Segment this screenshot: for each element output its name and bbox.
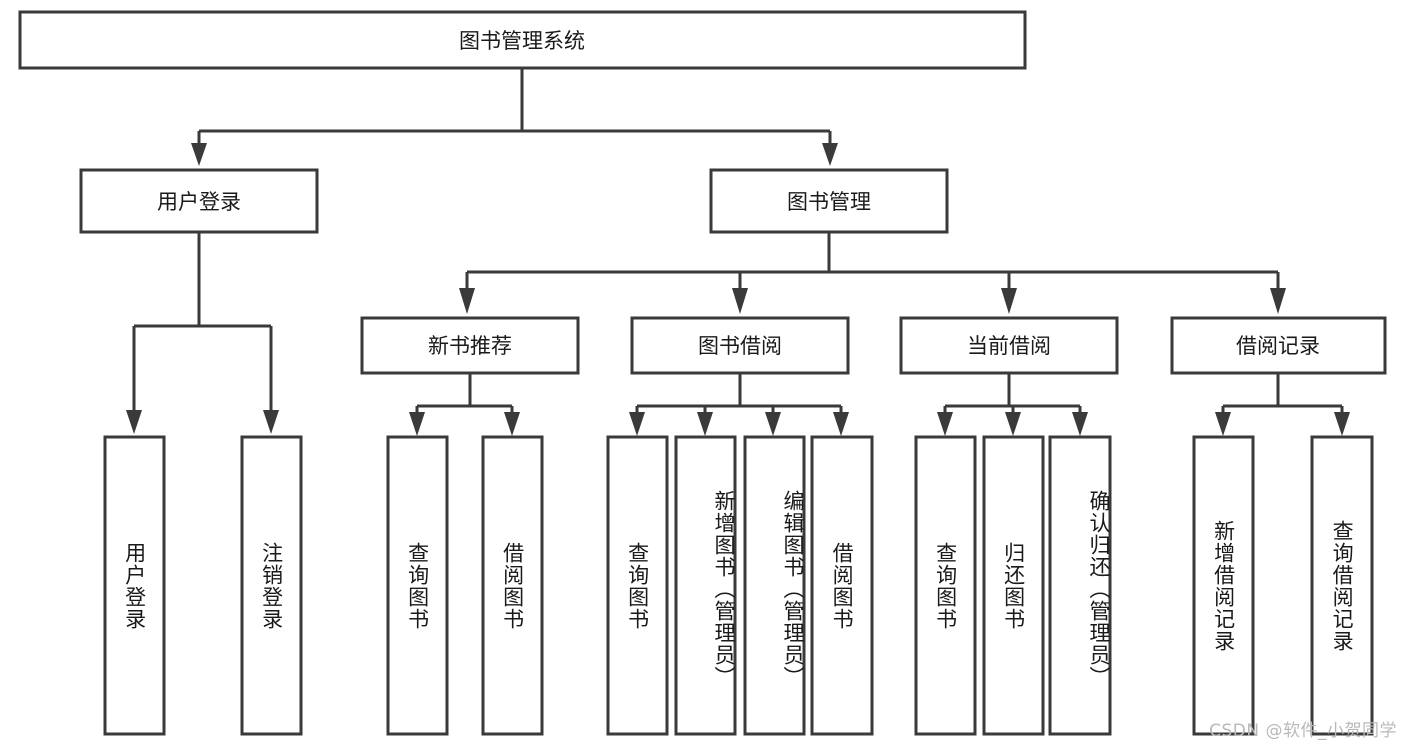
leaf-box-add-book-admin[interactable] <box>674 435 737 736</box>
arrow-head-icon <box>1072 412 1088 436</box>
leaf-box-borrow-book-2[interactable] <box>810 435 874 736</box>
node-book-management-label: 图书管理 <box>787 190 871 214</box>
node-book-borrow-label: 图书借阅 <box>698 334 782 358</box>
connector-current-borrow-to-leaves <box>937 373 1088 436</box>
arrow-head-icon <box>409 412 425 436</box>
node-new-book-recommend[interactable]: 新书推荐 <box>360 316 580 375</box>
arrow-head-icon <box>504 412 520 436</box>
csdn-watermark: CSDN @软件_小贺同学 <box>1209 721 1397 741</box>
connector-borrow-records-to-leaves <box>1215 373 1350 436</box>
arrow-head-icon <box>126 410 142 434</box>
leaf-box-query-book-3[interactable] <box>914 435 977 736</box>
node-root[interactable]: 图书管理系统 <box>18 10 1027 70</box>
connector-book-management-to-level3 <box>459 232 1286 314</box>
arrow-head-icon <box>263 410 279 434</box>
arrow-head-icon <box>1001 288 1017 314</box>
leaf-box-query-borrow-record[interactable] <box>1310 435 1374 736</box>
arrow-head-icon <box>1215 412 1231 436</box>
arrow-head-icon <box>732 288 748 314</box>
leaf-box-logout[interactable] <box>240 435 303 736</box>
arrow-head-icon <box>1334 412 1350 436</box>
leaf-box-edit-book-admin[interactable] <box>743 435 806 736</box>
node-borrow-records[interactable]: 借阅记录 <box>1170 316 1387 375</box>
connector-new-book-to-leaves <box>409 373 520 436</box>
node-current-borrow-box[interactable] <box>899 316 1119 375</box>
arrow-head-icon <box>697 412 713 436</box>
connector-root-to-level2 <box>191 68 838 166</box>
connector-user-login-to-leaves <box>126 232 279 434</box>
leaf-box-add-borrow-record[interactable] <box>1192 435 1255 736</box>
arrow-head-icon <box>459 288 475 314</box>
arrow-head-icon <box>833 412 849 436</box>
node-root-box[interactable] <box>18 10 1027 70</box>
arrow-head-icon <box>1270 288 1286 314</box>
arrow-head-icon <box>822 143 838 166</box>
node-current-borrow-label: 当前借阅 <box>967 334 1051 358</box>
node-new-book-recommend-label: 新书推荐 <box>428 334 512 358</box>
leaf-box-confirm-return-admin[interactable] <box>1048 435 1112 736</box>
node-root-label: 图书管理系统 <box>459 29 585 53</box>
node-current-borrow[interactable]: 当前借阅 <box>899 316 1119 375</box>
arrow-head-icon <box>765 412 781 436</box>
node-book-management[interactable]: 图书管理 <box>709 168 949 234</box>
node-borrow-records-label: 借阅记录 <box>1236 334 1320 358</box>
leaf-box-return-book[interactable] <box>982 435 1045 736</box>
arrow-head-icon <box>191 143 207 166</box>
node-book-borrow[interactable]: 图书借阅 <box>630 316 850 375</box>
leaf-box-user-login[interactable] <box>103 435 166 736</box>
arrow-head-icon <box>937 412 953 436</box>
node-user-login-label: 用户登录 <box>157 190 241 214</box>
node-user-login-box[interactable] <box>79 168 319 234</box>
leaf-box-query-book-1[interactable] <box>386 435 449 736</box>
arrow-head-icon <box>629 412 645 436</box>
connector-book-borrow-to-leaves <box>629 373 849 436</box>
leaf-box-borrow-book-1[interactable] <box>481 435 544 736</box>
node-new-book-recommend-box[interactable] <box>360 316 580 375</box>
leaf-box-query-book-2[interactable] <box>606 435 669 736</box>
arrow-head-icon <box>1005 412 1021 436</box>
node-user-login[interactable]: 用户登录 <box>79 168 319 234</box>
